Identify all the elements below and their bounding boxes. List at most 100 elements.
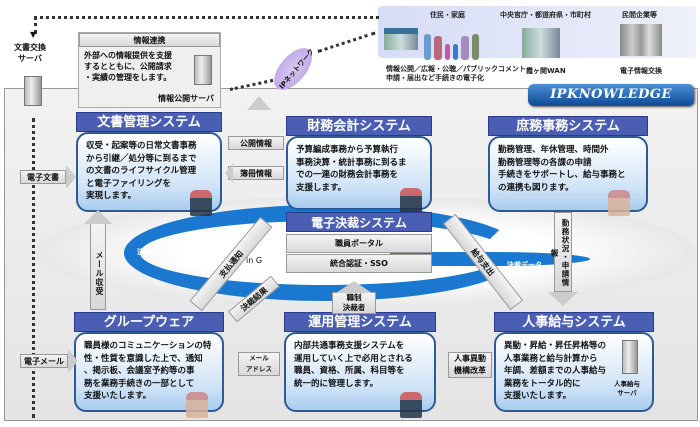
approval-system-title: 電子決裁システム (286, 212, 432, 232)
description-line: 支援いたします。 (504, 391, 572, 401)
description-line: 運用していく上で必用とされる (294, 353, 413, 364)
network-line-top (34, 16, 379, 19)
hr-payroll-server-icon (622, 340, 638, 374)
mail-receive-arrow: メール収受 (90, 222, 106, 310)
arrow-up-icon (336, 281, 372, 293)
document-management-system[interactable]: 文書管理システム 収受・起案等の日常文書事務 から引継／処分等に到るまで の文書… (76, 112, 222, 216)
info-link-body: 外部への情報提供を支援 するとともに、公開請求 ・実績の管理をします。 (79, 47, 220, 86)
caption-residents-1: 情報公開／広報・公聴／パブリックコメント (386, 65, 526, 73)
finance-system-title: 財務会計システム (286, 116, 432, 136)
arrow-down-icon: ▼ (30, 30, 37, 39)
description-line: 実現します。 (86, 191, 137, 201)
office-buildings-icon (620, 24, 662, 56)
info-link-title: 情報連携 (79, 33, 220, 47)
hr-payroll-server-label: 人事給与 サーバ (614, 380, 640, 398)
work-status-arrow: 勤務状況・申請情報 (550, 212, 572, 292)
hr-server-label-line: サーバ (617, 389, 637, 397)
info-link-line: ・実績の管理をします。 (84, 73, 172, 82)
mail-address-line: メール (249, 354, 269, 362)
document-system-title: 文書管理システム (76, 112, 222, 132)
arrow-right-icon (66, 165, 76, 189)
arrow-down-icon (548, 292, 578, 306)
arrow-up-icon (84, 210, 112, 224)
caption-government: 霞ヶ関WAN (526, 67, 566, 75)
network-line-right (317, 31, 376, 53)
info-public-server-icon (194, 55, 212, 85)
groupware-title: グループウェア (74, 312, 224, 332)
e-mail-arrow: 電子メール (20, 354, 68, 368)
approver-arrow: 職制 決裁者 (332, 292, 376, 314)
groupware-system[interactable]: グループウェア 職員様のコミュニケーションの特 性・性質を意識した上で、通知 、… (74, 312, 224, 418)
description-line: 収受・起案等の日常文書事務 (86, 141, 197, 151)
hr-server-label-line: 人事給与 (614, 380, 640, 388)
description-line: と電子ファイリングを (86, 178, 172, 189)
description-line: 勤務管理、年休管理、時間外 (498, 145, 609, 155)
description-line: 異動・昇給・昇任昇格等の (504, 341, 607, 351)
info-link-line: するとともに、公開請求 (84, 62, 172, 71)
info-link-panel: 情報連携 外部への情報提供を支援 するとともに、公開請求 ・実績の管理をします。… (78, 32, 221, 108)
arrow-left-icon (225, 163, 233, 183)
hr-change-line: 人事異動 (454, 354, 486, 363)
description-line: 務を業務手続きの一部として (84, 378, 195, 389)
e-document-arrow: 電子文書 (20, 170, 66, 184)
integrated-auth-sso-item[interactable]: 統合認証・SSO (286, 254, 432, 273)
staff-portal-item[interactable]: 職員ポータル (286, 234, 432, 253)
staff-person-icon (400, 188, 422, 214)
mail-address-arrow: メール アドレス (238, 352, 280, 376)
description-line: 手続きをサポートし、給与事務と (498, 170, 626, 180)
operation-management-system[interactable]: 運用管理システム 内部共通事務支援システムを 運用していく上で必用とされる 職員… (284, 312, 436, 418)
hr-payroll-system[interactable]: 人事給与システム 異動・昇給・昇任昇格等の 人事業務と給与計算から 年調、差額ま… (494, 312, 654, 412)
doc-exchange-server-line1: 文書交換 (14, 43, 46, 52)
operation-system-description: 内部共通事務支援システムを 運用していく上で必用とされる 職員、資格、所属、科目… (284, 332, 436, 412)
arrow-up-icon (247, 96, 271, 110)
description-line: の連携も図ります。 (498, 182, 574, 193)
description-line: 事務決算・統計事務に到るま (296, 157, 407, 168)
description-line: 職員様のコミュニケーションの特 (84, 341, 212, 351)
staff-person-icon (190, 190, 212, 216)
group-label-residents: 住民・家庭 (430, 11, 465, 19)
hr-change-line: 機構改革 (454, 366, 486, 375)
hr-change-arrow: 人事異動 機構改革 (448, 352, 492, 378)
hr-system-title: 人事給与システム (494, 312, 654, 332)
group-label-business: 民間企業等 (622, 11, 657, 19)
government-building-icon (522, 28, 560, 58)
description-line: 予算編成事務から予算執行 (296, 145, 399, 155)
approver-line: 決裁者 (342, 303, 366, 312)
electronic-approval-system[interactable]: 電子決裁システム 職員ポータル 統合認証・SSO (286, 212, 432, 273)
family-icon (424, 30, 479, 60)
description-line: の文書のライフサイクル管理 (86, 166, 197, 176)
finance-accounting-system[interactable]: 財務会計システム 予算編成事務から予算執行 事務決算・統計事務に到るま での一連… (286, 116, 432, 214)
doc-exchange-server-label: 文書交換 サーバ (14, 42, 46, 64)
description-line: での一連の財務会計事務を (296, 170, 399, 180)
network-line-left (34, 16, 37, 34)
description-line: 統一的に管理します。 (294, 378, 379, 389)
description-line: 内部共通事務支援システムを (294, 341, 405, 351)
house-icon (384, 28, 418, 50)
approver-line: 職制 (346, 293, 362, 302)
approval-data-label-right: 決裁データ (507, 261, 542, 269)
description-line: から引継／処分等に到るまで (86, 153, 197, 164)
staff-person-icon (608, 190, 630, 216)
general-affairs-system[interactable]: 庶務事務システム 勤務管理、年休管理、時間外 勤務管理等の各課の申請 手続きをサ… (488, 116, 648, 216)
caption-residents-2: 申請・届出など手続きの電子化 (386, 74, 484, 82)
description-line: 年調、差額までの人事給与 (504, 366, 607, 376)
register-info-arrow: 簿冊情報 (228, 166, 284, 180)
staff-person-icon (400, 392, 422, 418)
general-affairs-title: 庶務事務システム (488, 116, 648, 136)
public-info-arrow: 公開情報 (228, 136, 284, 150)
description-line: 職員、資格、所属、科目等を (294, 366, 405, 376)
description-line: 支援いたします。 (84, 391, 152, 401)
ipknowledge-logo: IPKNOWLEDGE (528, 84, 694, 106)
staff-person-icon (186, 392, 208, 418)
info-link-line: 外部への情報提供を支援 (84, 51, 172, 60)
approval-data-label-left: 決裁データ (137, 248, 172, 256)
doc-exchange-server-line2: サーバ (18, 54, 42, 63)
info-public-server-label: 情報公開サーバ (158, 94, 214, 103)
mail-address-line: アドレス (246, 365, 272, 373)
description-line: 、掲示板、会議室予約等の事 (84, 366, 195, 376)
doc-exchange-server-icon (24, 76, 42, 106)
description-line: 業務をトータル的に (504, 378, 581, 389)
description-line: 性・性質を意識した上で、通知 (84, 353, 203, 364)
caption-business: 電子情報交換 (620, 67, 662, 75)
description-line: 支援します。 (296, 182, 347, 193)
